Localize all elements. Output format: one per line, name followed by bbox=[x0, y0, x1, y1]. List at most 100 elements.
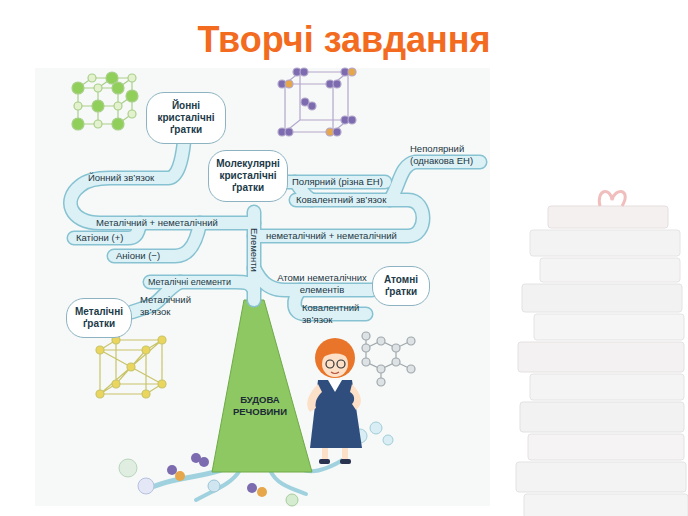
atomic-lattice bbox=[407, 337, 415, 345]
node-text: Металічні ґратки bbox=[74, 306, 124, 330]
teacher-figure bbox=[331, 372, 339, 374]
ground-balls bbox=[370, 422, 382, 434]
ionic-lattice bbox=[112, 118, 124, 130]
ground-balls bbox=[208, 480, 220, 492]
atomic-lattice bbox=[377, 337, 385, 345]
atomic-lattice bbox=[377, 365, 385, 373]
books-decoration bbox=[548, 206, 668, 228]
ionic-lattice bbox=[126, 90, 138, 102]
molecular-lattice bbox=[308, 102, 316, 110]
books-decoration bbox=[599, 191, 625, 206]
ionic-lattice bbox=[114, 102, 122, 110]
metallic-lattice bbox=[142, 346, 150, 354]
ionic-lattice bbox=[74, 102, 82, 110]
atomic-lattice bbox=[362, 332, 415, 386]
molecular-lattice bbox=[333, 128, 341, 136]
molecular-lattice bbox=[278, 68, 356, 136]
books-decoration bbox=[534, 314, 684, 340]
teacher-figure bbox=[319, 459, 330, 464]
books-decoration bbox=[520, 402, 684, 432]
books-decoration bbox=[530, 374, 684, 400]
books-decoration bbox=[516, 191, 688, 516]
books-decoration bbox=[516, 462, 686, 492]
tree-branch bbox=[288, 176, 385, 188]
ionic-lattice bbox=[128, 74, 136, 82]
books-decoration bbox=[522, 284, 682, 312]
ground-balls bbox=[286, 494, 298, 506]
teacher-figure bbox=[340, 459, 351, 464]
tree-branch bbox=[390, 162, 480, 200]
teacher-figure bbox=[307, 338, 362, 464]
branch-label: Неполярний (однакова ЕН) bbox=[410, 143, 484, 167]
ground-balls bbox=[175, 471, 185, 481]
node-text: Йонні кристалічні ґратки bbox=[154, 100, 218, 136]
ionic-lattice bbox=[94, 120, 102, 128]
branch-label: Аніони (−) bbox=[116, 250, 160, 262]
branch-label: Йонний зв’язок bbox=[88, 172, 154, 184]
ionic-lattice bbox=[112, 82, 124, 94]
cloud-bubble: Молекулярні кристалічні ґратки bbox=[208, 150, 288, 202]
trunk-label: БУДОВА РЕЧОВИНИ bbox=[228, 392, 292, 420]
atomic-lattice bbox=[362, 358, 370, 366]
atomic-lattice bbox=[407, 365, 415, 373]
branch-label: Ковалентний зв’язок bbox=[296, 194, 386, 206]
node-text: Молекулярні кристалічні ґратки bbox=[216, 158, 280, 194]
atomic-lattice bbox=[392, 358, 400, 366]
ground-balls bbox=[383, 435, 393, 445]
books-decoration bbox=[540, 258, 680, 282]
ionic-lattice bbox=[128, 110, 136, 118]
teacher-figure bbox=[315, 338, 355, 378]
roots bbox=[270, 470, 306, 494]
teacher-figure bbox=[350, 384, 361, 410]
branch-label: Елементи bbox=[248, 228, 260, 272]
metallic-lattice bbox=[96, 390, 104, 398]
molecular-lattice bbox=[285, 72, 348, 132]
books-decoration bbox=[524, 494, 688, 516]
branch-label: Ковалентний зв’язок bbox=[302, 302, 366, 326]
metallic-lattice bbox=[96, 336, 166, 398]
atomic-lattice bbox=[377, 378, 385, 386]
books-decoration bbox=[528, 434, 684, 460]
ionic-lattice bbox=[88, 74, 96, 82]
ground-balls bbox=[257, 487, 267, 497]
ionic-lattice bbox=[78, 78, 132, 124]
teacher-figure bbox=[337, 360, 345, 368]
teacher-figure bbox=[342, 448, 348, 460]
metallic-lattice bbox=[158, 336, 166, 344]
cloud-bubble: Йонні кристалічні ґратки bbox=[146, 92, 226, 144]
metallic-lattice bbox=[142, 390, 150, 398]
branch-label: Металічні елементи bbox=[148, 276, 231, 288]
cloud-bubble: Атомні ґратки bbox=[372, 266, 430, 306]
branch-label: Атоми неметалічних елементів bbox=[272, 272, 372, 296]
branch-label: Металічний зв’язок bbox=[140, 294, 200, 318]
molecular-lattice bbox=[348, 116, 356, 124]
ground-balls bbox=[138, 478, 154, 494]
ground-balls bbox=[199, 457, 209, 467]
tree-branch bbox=[70, 142, 480, 314]
teacher-figure bbox=[307, 384, 322, 412]
metallic-lattice bbox=[158, 380, 166, 388]
atomic-lattice bbox=[392, 344, 400, 352]
atomic-lattice bbox=[366, 336, 411, 382]
molecular-lattice bbox=[333, 80, 341, 88]
molecular-lattice bbox=[300, 68, 308, 76]
metallic-lattice bbox=[127, 363, 135, 371]
panel-ground bbox=[35, 68, 490, 506]
ionic-lattice bbox=[94, 84, 102, 92]
slide-title: Творчі завдання bbox=[0, 18, 688, 62]
ground-balls bbox=[167, 465, 177, 475]
teacher-figure bbox=[326, 360, 334, 368]
cloud-bubble: Металічні ґратки bbox=[66, 298, 132, 338]
atomic-lattice bbox=[362, 332, 370, 340]
metallic-lattice bbox=[100, 340, 162, 394]
ionic-lattice bbox=[72, 118, 84, 130]
ground-balls bbox=[247, 483, 257, 493]
branch-label: неметалічний + неметалічний bbox=[266, 230, 397, 242]
branch-label: Металічний + неметалічний bbox=[96, 217, 218, 229]
node-text: Атомні ґратки bbox=[380, 274, 422, 298]
ionic-lattice bbox=[72, 72, 138, 130]
metallic-lattice bbox=[96, 346, 104, 354]
books-decoration bbox=[518, 342, 684, 372]
atomic-lattice bbox=[362, 344, 370, 352]
